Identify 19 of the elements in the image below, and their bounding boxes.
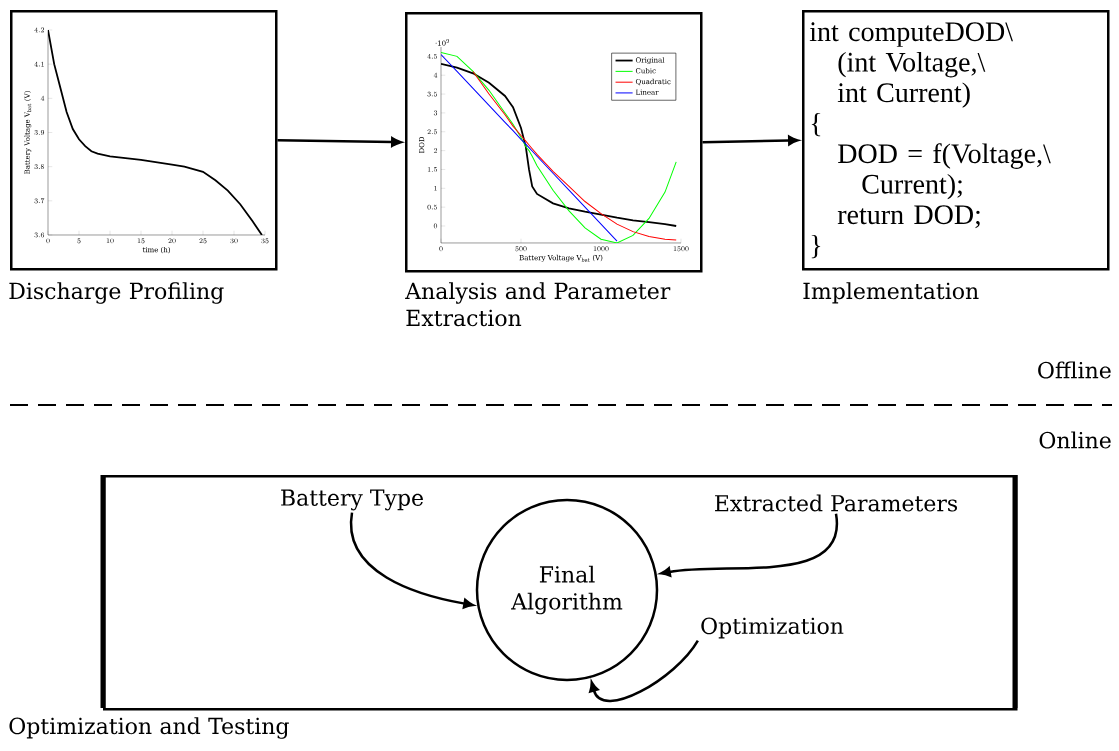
arrow xyxy=(277,137,402,147)
input-label: Optimization xyxy=(701,617,844,639)
line-series xyxy=(472,70,677,241)
input-label: Battery Type xyxy=(281,489,423,511)
arrow xyxy=(349,512,474,609)
arrow xyxy=(589,639,699,703)
panel-box xyxy=(100,475,1018,711)
input-label: Extracted Parameters xyxy=(715,494,958,512)
step-label: Discharge Profiling xyxy=(9,282,224,304)
step-label: Implementation xyxy=(803,282,979,304)
step-label: Optimization and Testing xyxy=(9,717,289,739)
arrow xyxy=(660,513,838,577)
section-label: Online xyxy=(1039,431,1111,449)
arrow xyxy=(702,135,799,146)
chart-frame xyxy=(405,12,703,273)
code-box: int computeDOD\ (int Voltage,\ int Current) { DOD = f(Voltage,\ Current); return DOD; } xyxy=(802,10,1110,271)
step-label: Analysis and Parameter Extraction xyxy=(405,282,671,327)
section-label: Offline xyxy=(1038,361,1111,379)
chart-frame xyxy=(10,10,278,271)
